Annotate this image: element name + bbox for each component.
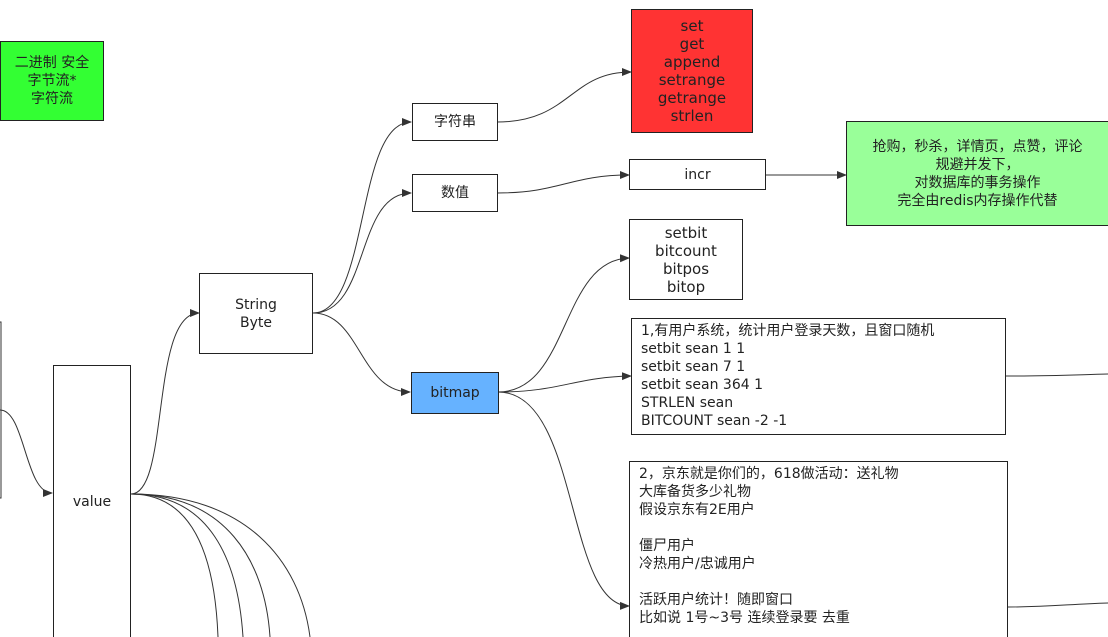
edge-string-to-numeric	[312, 189, 412, 314]
incr-box[interactable]: incr	[629, 159, 766, 190]
edge-numeric-to-incr	[496, 171, 630, 194]
value-box[interactable]: value	[53, 365, 131, 637]
string-type-box[interactable]: 字符串	[412, 103, 498, 141]
edge-value-to-string	[130, 309, 200, 495]
edge-zifuchuan-to-ops	[496, 68, 632, 123]
edge-value-branch-2	[130, 493, 244, 637]
edge-bitmap-to-bitops	[497, 254, 630, 393]
edge-left-to-value	[0, 409, 53, 497]
example1-box[interactable]: 1,有用户系统，统计用户登录天数，且窗口随机 setbit sean 1 1 s…	[631, 318, 1006, 435]
numeric-type-box[interactable]: 数值	[412, 174, 498, 212]
edge-string-to-bitmap	[312, 312, 411, 396]
string-byte-box[interactable]: String Byte	[199, 273, 313, 354]
binary-safe-box[interactable]: 二进制 安全 字节流* 字符流	[0, 41, 104, 121]
edge-value-branch-4	[130, 493, 311, 637]
edge-bitmap-to-example1	[497, 372, 632, 393]
edge-string-to-zifuchuan	[312, 118, 412, 314]
example2-box[interactable]: 2，京东就是你们的，618做活动：送礼物 大库备货多少礼物 假设京东有2E用户 …	[629, 461, 1008, 637]
bitmap-box[interactable]: bitmap	[411, 372, 499, 414]
edge-bitmap-to-example2	[497, 391, 630, 610]
bit-ops-box[interactable]: setbit bitcount bitpos bitop	[629, 219, 743, 300]
edge-example2-right	[1007, 602, 1108, 608]
string-ops-box[interactable]: set get append setrange getrange strlen	[631, 9, 753, 133]
edge-example1-right	[1005, 373, 1108, 377]
edge-value-branch-1	[130, 493, 219, 637]
incr-usage-box[interactable]: 抢购，秒杀，详情页，点赞，评论 规避并发下， 对数据库的事务操作 完全由redi…	[846, 121, 1108, 226]
edge-value-branch-3	[130, 493, 271, 637]
